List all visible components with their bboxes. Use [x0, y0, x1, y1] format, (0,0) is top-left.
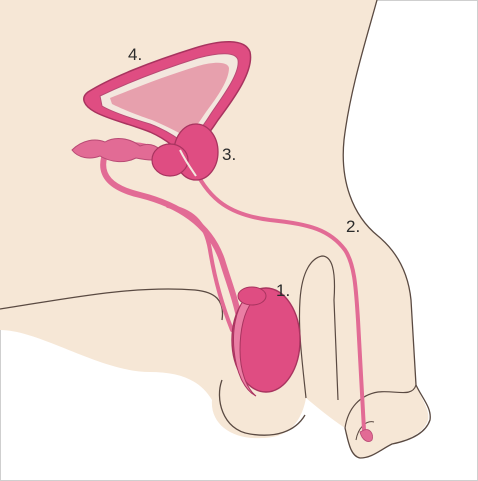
prostate-left-lobe [152, 144, 188, 176]
label-3: 3. [222, 145, 236, 164]
label-1: 1. [276, 281, 290, 300]
label-4: 4. [128, 45, 142, 64]
epididymis-head [238, 287, 266, 305]
label-2: 2. [346, 217, 360, 236]
